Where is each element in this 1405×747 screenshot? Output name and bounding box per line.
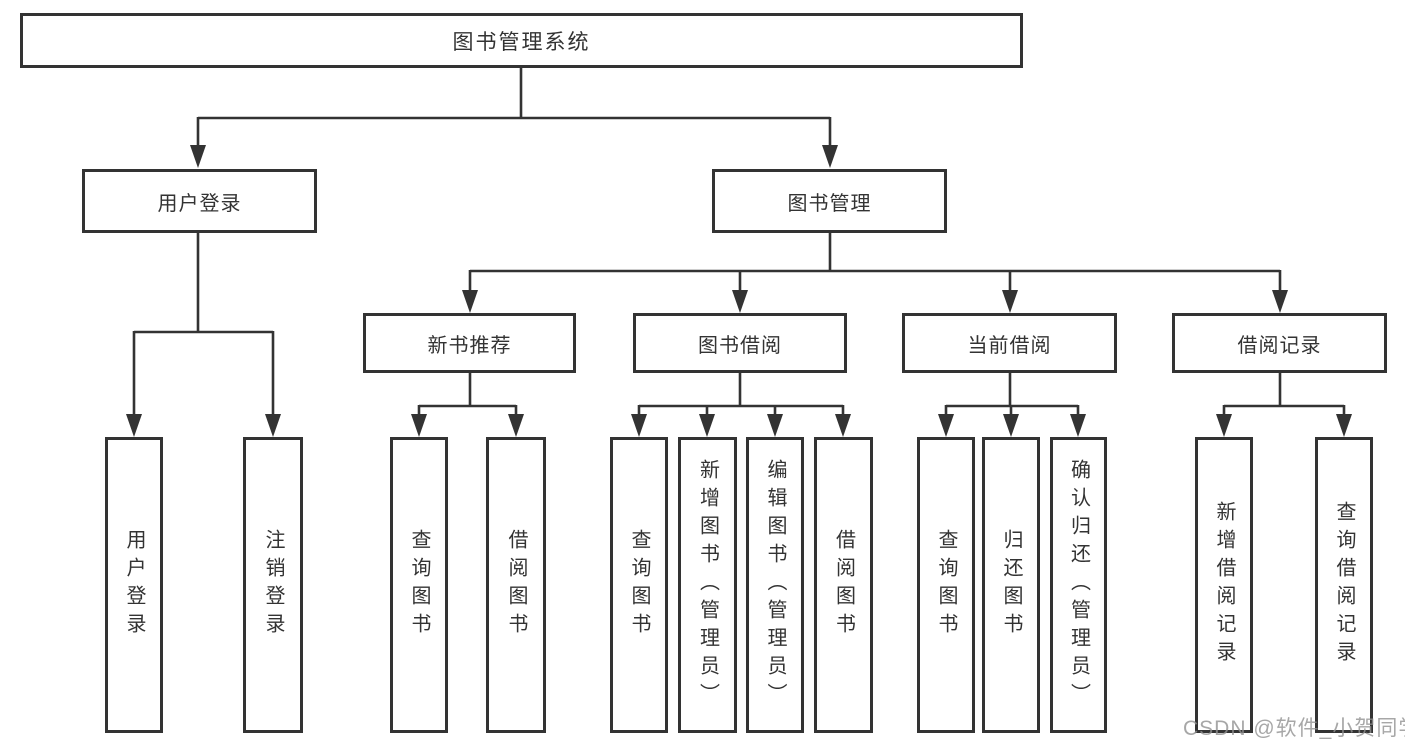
node-label: 图书管理 [787,192,872,215]
leaf-label: 注销登录 [262,529,284,641]
leaf-label: 归还图书 [1000,529,1022,641]
leaf-add-borrow-record: 新增借阅记录 [1195,437,1253,733]
node-label: 图书借阅 [698,334,782,357]
leaf-borrow-books-recommend: 借阅图书 [486,437,546,733]
leaf-edit-book-admin: 编辑图书（管理员） [746,437,804,733]
leaf-logout: 注销登录 [243,437,303,733]
leaf-query-books-borrow: 查询图书 [610,437,668,733]
leaf-label: 查询图书 [935,529,957,641]
node-book-borrow: 图书借阅 [633,313,847,373]
node-user-login: 用户登录 [82,169,317,233]
leaf-label: 确认归还（管理员） [1067,459,1090,711]
csdn-watermark: CSDN @软件_小贺同学 [1183,717,1405,740]
leaf-query-borrow-record: 查询借阅记录 [1315,437,1373,733]
node-borrow-records: 借阅记录 [1172,313,1387,373]
arrowheads [126,145,1352,437]
node-current-borrow: 当前借阅 [902,313,1117,373]
leaf-query-books-current: 查询图书 [917,437,975,733]
leaf-add-book-admin: 新增图书（管理员） [678,437,737,733]
leaf-confirm-return-admin: 确认归还（管理员） [1050,437,1107,733]
leaf-label: 查询借阅记录 [1333,501,1355,669]
leaf-label: 借阅图书 [505,529,527,641]
leaf-label: 新增借阅记录 [1213,501,1235,669]
node-label: 借阅记录 [1237,334,1322,357]
leaf-return-book: 归还图书 [982,437,1040,733]
leaf-label: 新增图书（管理员） [696,459,719,711]
leaf-label: 用户登录 [123,529,145,641]
leaf-label: 编辑图书（管理员） [764,459,786,711]
node-label: 用户登录 [157,192,242,215]
node-label: 图书管理系统 [452,30,591,54]
leaf-user-login: 用户登录 [105,437,163,733]
node-new-book-recommend: 新书推荐 [363,313,576,373]
leaf-label: 查询图书 [628,529,650,641]
leaf-borrow-books: 借阅图书 [814,437,873,733]
leaf-label: 借阅图书 [832,529,855,641]
node-label: 当前借阅 [967,334,1052,357]
node-label: 新书推荐 [427,334,512,357]
node-book-management: 图书管理 [712,169,947,233]
leaf-label: 查询图书 [408,529,430,641]
node-library-management-system: 图书管理系统 [20,13,1023,68]
leaf-query-books-recommend: 查询图书 [390,437,448,733]
